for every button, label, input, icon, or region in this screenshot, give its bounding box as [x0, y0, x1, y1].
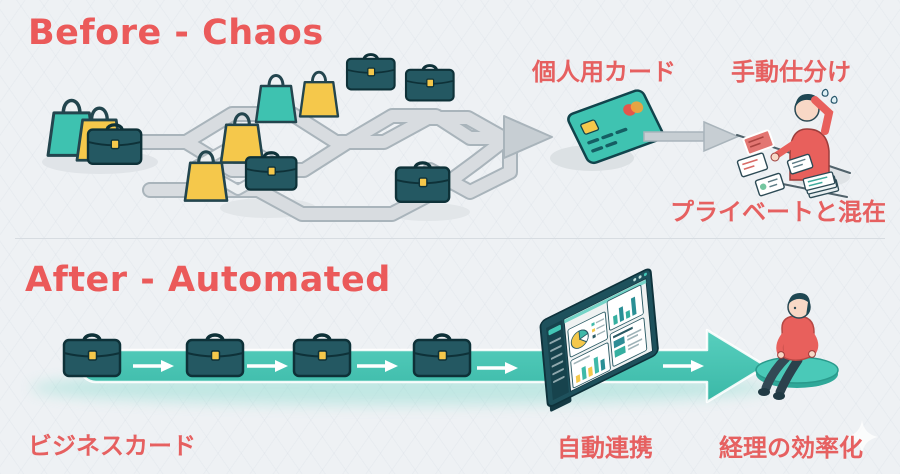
after-title: After - Automated [25, 260, 391, 300]
bar-chart-panel-2 [570, 342, 611, 389]
accounting-efficiency-label: 経理の効率化 [719, 434, 863, 462]
pie-chart-panel [567, 311, 608, 358]
briefcase-icon [185, 333, 245, 378]
section-divider [15, 238, 885, 239]
receipt-icon [754, 172, 785, 197]
receipt-icon [736, 152, 769, 178]
receipt-icon [786, 153, 814, 175]
receipt-stack-icon [802, 171, 840, 199]
relaxed-person-icon [755, 293, 839, 400]
business-card-label: ビジネスカード [28, 432, 196, 460]
briefcase-icon [345, 53, 397, 91]
briefcase-icon [412, 333, 472, 378]
briefcase-icon [404, 64, 456, 102]
arrow-right-icon [643, 120, 740, 153]
briefcase-icon [394, 161, 451, 204]
auto-link-label: 自動連携 [557, 434, 653, 462]
briefcase-icon [244, 151, 298, 192]
briefcase-icon [86, 123, 143, 166]
stressed-person-icon [736, 88, 851, 199]
manual-sorting-label: 手動仕分け [731, 58, 851, 86]
credit-card-icon [567, 89, 664, 165]
shopping-bag-icon [298, 70, 340, 118]
mixed-private-label: プライベートと混在 [670, 198, 886, 226]
step-arrows [133, 360, 518, 374]
bar-chart-panel [606, 284, 644, 331]
briefcase-icon [292, 333, 352, 378]
list-panel [609, 317, 648, 367]
briefcase-icon [62, 333, 122, 378]
before-title: Before - Chaos [28, 13, 324, 53]
sparkle-icon [846, 420, 878, 454]
shopping-bag-icon [254, 74, 298, 124]
personal-card-label: 個人用カード [532, 58, 676, 86]
dashboard-icon [539, 268, 659, 412]
receipt-icon [742, 129, 775, 156]
step-arrow [663, 360, 704, 372]
